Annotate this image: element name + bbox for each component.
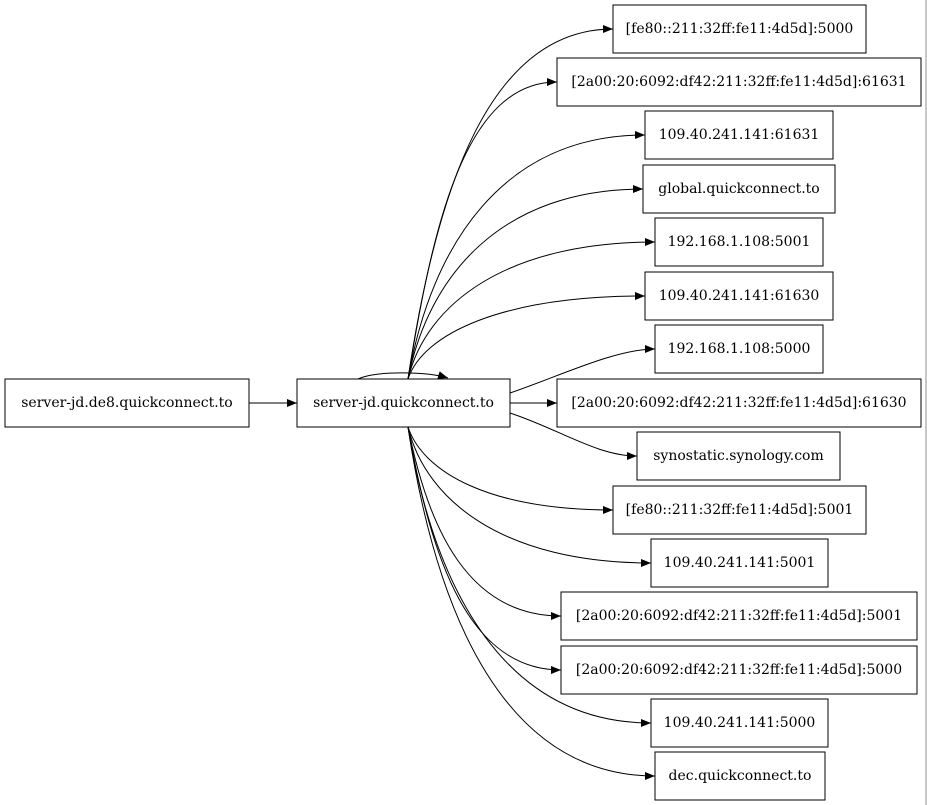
- target-node-box: [654, 324, 824, 374]
- edge-hub-to-target: [407, 426, 614, 514]
- edge-hub-to-target: [407, 426, 562, 620]
- target-node-label: synostatic.synology.com: [653, 448, 824, 464]
- edge-hub-to-target: [509, 412, 638, 460]
- target-node-label: 109.40.241.141:5000: [664, 715, 816, 731]
- target-node: [fe80::211:32ff:fe11:4d5d]:5000: [612, 4, 867, 54]
- hub-node-label: server-jd.quickconnect.to: [313, 395, 494, 411]
- target-node-box: [654, 751, 826, 801]
- target-node: global.quickconnect.to: [642, 164, 836, 214]
- source-node-box: [4, 378, 250, 428]
- target-node-label: [2a00:20:6092:df42:211:32ff:fe11:4d5d]:6…: [571, 74, 906, 90]
- target-node-box: [560, 591, 918, 641]
- target-node-label: [2a00:20:6092:df42:211:32ff:fe11:4d5d]:5…: [576, 662, 902, 678]
- target-node-box: [556, 57, 922, 107]
- target-node-label: [fe80::211:32ff:fe11:4d5d]:5001: [626, 502, 854, 518]
- target-node-box: [650, 698, 829, 748]
- target-node: synostatic.synology.com: [636, 431, 841, 481]
- edge-hub-to-target: [407, 238, 656, 380]
- target-node-label: [fe80::211:32ff:fe11:4d5d]:5000: [626, 21, 854, 37]
- edge-hub-to-target: [407, 185, 644, 380]
- target-node: 109.40.241.141:5000: [650, 698, 829, 748]
- edge-hub-to-target: [509, 345, 656, 394]
- target-node-label: [2a00:20:6092:df42:211:32ff:fe11:4d5d]:6…: [571, 395, 906, 411]
- hub-node-box: [296, 378, 511, 428]
- target-node-box: [654, 217, 824, 267]
- target-node: [2a00:20:6092:df42:211:32ff:fe11:4d5d]:5…: [560, 645, 918, 695]
- edge-hub-to-target: [407, 131, 646, 380]
- target-node: [2a00:20:6092:df42:211:32ff:fe11:4d5d]:6…: [556, 378, 922, 428]
- target-node: [2a00:20:6092:df42:211:32ff:fe11:4d5d]:5…: [560, 591, 918, 641]
- edge-hub-to-target: [407, 426, 652, 727]
- source-node: server-jd.de8.quickconnect.to: [4, 378, 250, 428]
- target-node: dec.quickconnect.to: [654, 751, 826, 801]
- target-node-label: dec.quickconnect.to: [669, 768, 812, 784]
- target-node-box: [556, 378, 922, 428]
- target-node-label: 109.40.241.141:5001: [664, 555, 816, 571]
- edge-hub-to-target: [407, 426, 652, 567]
- target-node-label: [2a00:20:6092:df42:211:32ff:fe11:4d5d]:5…: [576, 608, 902, 624]
- target-node: 109.40.241.141:5001: [650, 538, 829, 588]
- target-node-box: [644, 110, 834, 160]
- target-node-box: [612, 4, 867, 54]
- target-node-label: 109.40.241.141:61631: [659, 127, 820, 143]
- target-node: [fe80::211:32ff:fe11:4d5d]:5001: [612, 485, 867, 535]
- target-node-label: 109.40.241.141:61630: [659, 288, 820, 304]
- target-node-label: 192.168.1.108:5001: [668, 234, 811, 250]
- edge-hub-to-target: [407, 292, 646, 380]
- target-node: [2a00:20:6092:df42:211:32ff:fe11:4d5d]:6…: [556, 57, 922, 107]
- target-node-box: [560, 645, 918, 695]
- target-node: 109.40.241.141:61630: [644, 271, 834, 321]
- hub-node: server-jd.quickconnect.to: [296, 378, 511, 428]
- target-node-label: 192.168.1.108:5000: [668, 341, 811, 357]
- edge-hub-self-loop: [357, 371, 449, 380]
- edge-hub-to-target: [407, 426, 656, 780]
- source-node-label: server-jd.de8.quickconnect.to: [21, 395, 232, 411]
- target-node: 109.40.241.141:61631: [644, 110, 834, 160]
- target-node-box: [642, 164, 836, 214]
- window-edge-divider: [925, 0, 927, 805]
- target-node-label: global.quickconnect.to: [658, 181, 819, 197]
- target-node-box: [650, 538, 829, 588]
- edge-hub-to-target: [407, 78, 558, 380]
- nodes-layer: server-jd.de8.quickconnect.to server-jd.…: [4, 4, 922, 801]
- target-node-box: [636, 431, 841, 481]
- edges-layer: [249, 25, 656, 780]
- target-node: 192.168.1.108:5000: [654, 324, 824, 374]
- target-node-box: [612, 485, 867, 535]
- target-node-box: [644, 271, 834, 321]
- target-node: 192.168.1.108:5001: [654, 217, 824, 267]
